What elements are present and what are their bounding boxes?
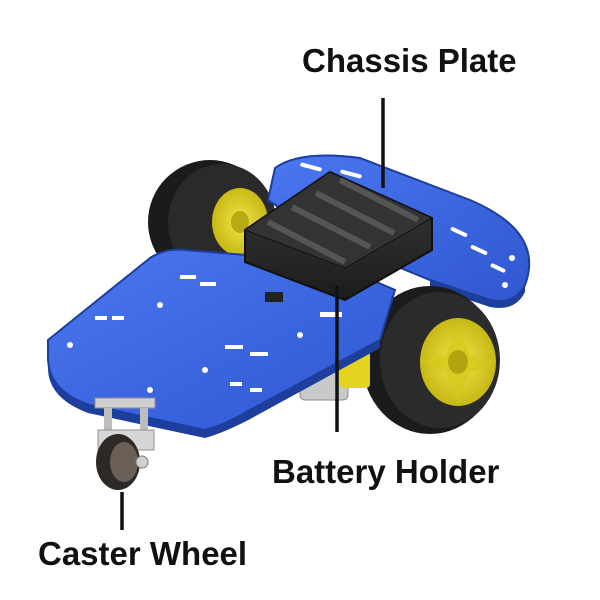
battery-holder: [243, 170, 434, 302]
battery-holder-label: Battery Holder: [272, 453, 500, 490]
caster-wheel-label: Caster Wheel: [38, 535, 248, 572]
chassis-plate-label: Chassis Plate: [302, 42, 517, 79]
caster-wheel: [94, 397, 156, 490]
lower-chassis-plate: [47, 248, 397, 438]
rear-right-wheel: [362, 286, 500, 434]
